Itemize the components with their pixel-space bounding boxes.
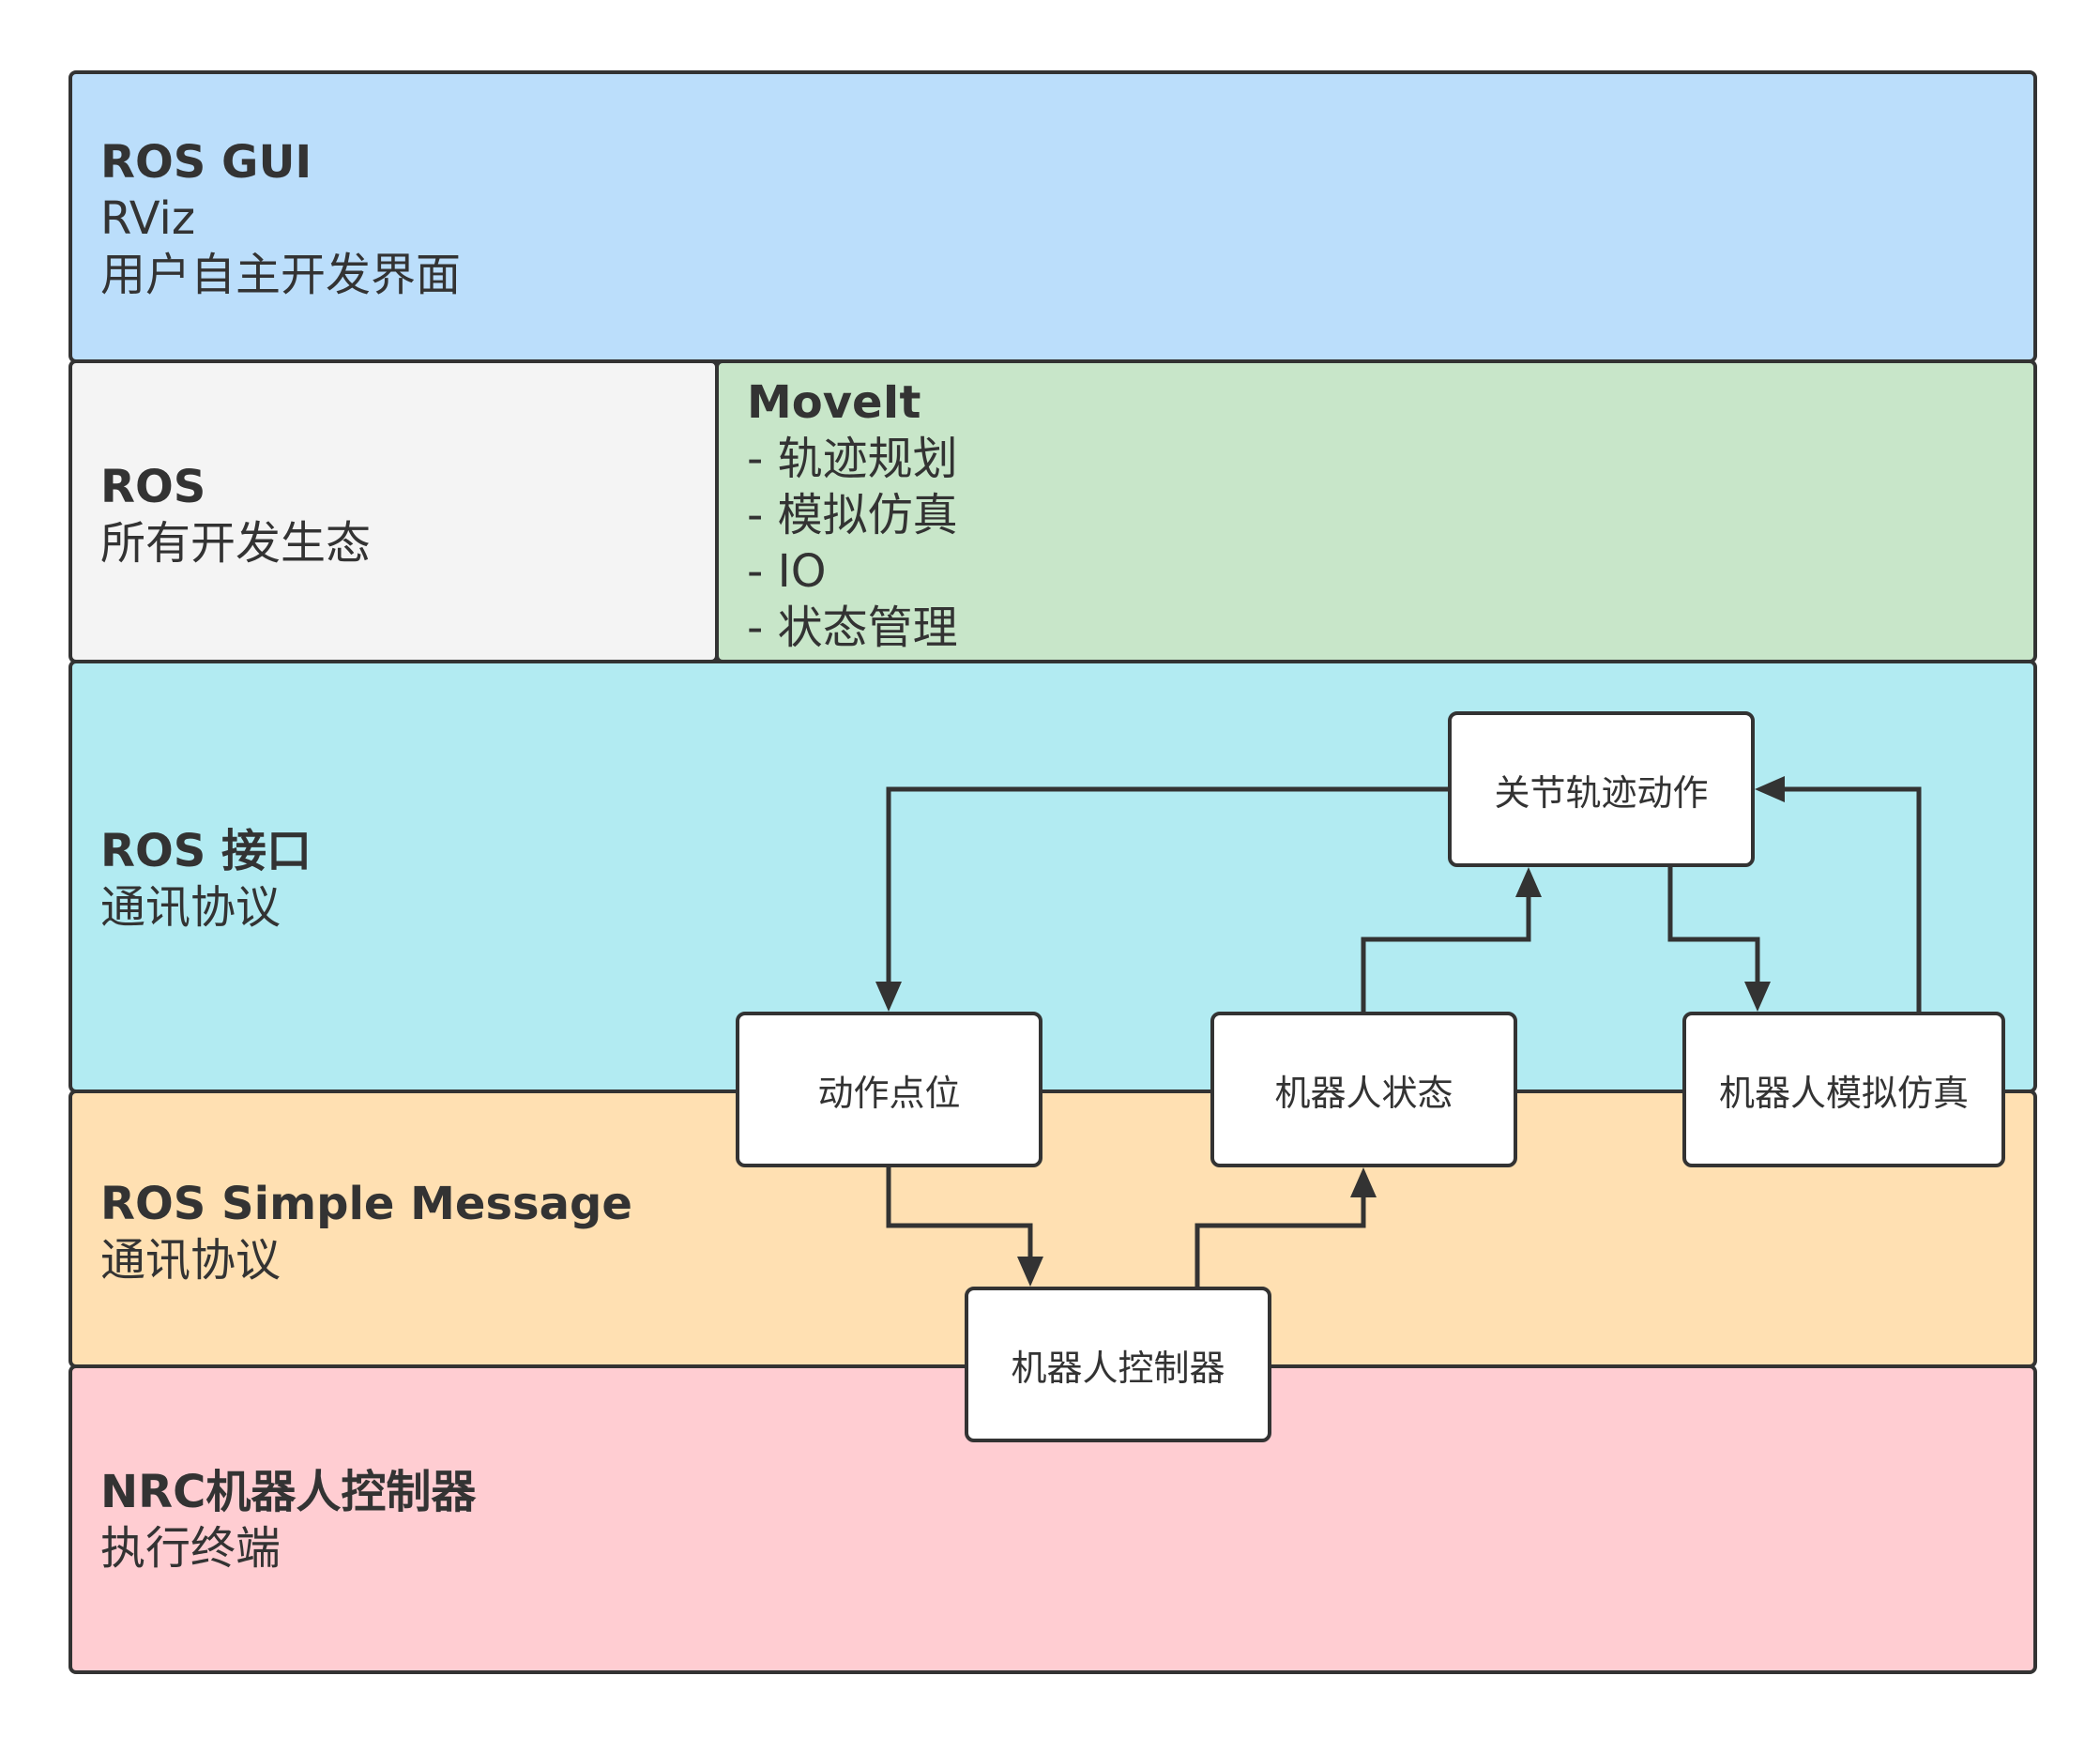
layer-line-ecosystem: 所有开发生态 (100, 517, 372, 570)
layer-line-trajectory-planning: - 轨迹规划 (747, 433, 958, 485)
arrow-action-point-to-controller (886, 1167, 1033, 1262)
layer-line-io: - IO (747, 545, 827, 598)
layer-line-comm-protocol: 通讯协议 (100, 1234, 282, 1287)
arrowhead-trajectory-from-simulation (1755, 776, 1785, 802)
node-label-robot-controller: 机器人控制器 (1011, 1347, 1225, 1389)
layer-line-simulation: - 模拟仿真 (747, 489, 958, 541)
node-label-joint-trajectory: 关节轨迹动作 (1494, 771, 1709, 814)
node-label-action-point: 动作点位 (817, 1072, 961, 1114)
arrow-state-to-trajectory (1361, 891, 1531, 1012)
node-label-robot-simulation: 机器人模拟仿真 (1718, 1072, 1969, 1114)
layer-title-ros-gui: ROS GUI (100, 136, 312, 189)
arrow-simulation-to-trajectory (1779, 786, 1922, 1012)
arrow-trajectory-to-action-point (886, 786, 1448, 987)
layer-ros-gui: ROS GUI RViz 用户自主开发界面 (68, 70, 2037, 363)
layer-line-state-management: - 状态管理 (747, 602, 958, 654)
arrowhead-state (1350, 1167, 1377, 1197)
layer-title-moveit: MoveIt (747, 376, 921, 429)
layer-line-comm-protocol: 通讯协议 (100, 881, 282, 934)
arrowhead-controller (1017, 1257, 1043, 1287)
node-action-point[interactable]: 动作点位 (736, 1012, 1042, 1167)
layer-line-user-interface: 用户自主开发界面 (100, 249, 462, 301)
node-robot-simulation[interactable]: 机器人模拟仿真 (1682, 1012, 2005, 1167)
layer-title-ros-interface: ROS 接口 (100, 825, 312, 877)
layer-ros: ROS 所有开发生态 (68, 359, 719, 663)
arrow-trajectory-to-simulation (1667, 867, 1760, 987)
layer-line-rviz: RViz (100, 192, 196, 245)
node-label-robot-state: 机器人状态 (1274, 1072, 1453, 1114)
layer-moveit: MoveIt - 轨迹规划 - 模拟仿真 - IO - 状态管理 (715, 359, 2037, 663)
arrowhead-trajectory-from-state (1515, 867, 1542, 897)
node-robot-controller[interactable]: 机器人控制器 (965, 1287, 1271, 1442)
layer-title-ros: ROS (100, 461, 206, 513)
layer-line-executor: 执行终端 (100, 1522, 282, 1575)
node-joint-trajectory[interactable]: 关节轨迹动作 (1448, 711, 1755, 867)
layer-title-ros-simple-message: ROS Simple Message (100, 1178, 632, 1230)
arrowhead-action-point (875, 982, 902, 1012)
layer-title-nrc: NRC机器人控制器 (100, 1466, 477, 1518)
arrowhead-simulation (1744, 982, 1771, 1012)
node-robot-state[interactable]: 机器人状态 (1210, 1012, 1517, 1167)
arrow-controller-to-state (1195, 1192, 1366, 1287)
